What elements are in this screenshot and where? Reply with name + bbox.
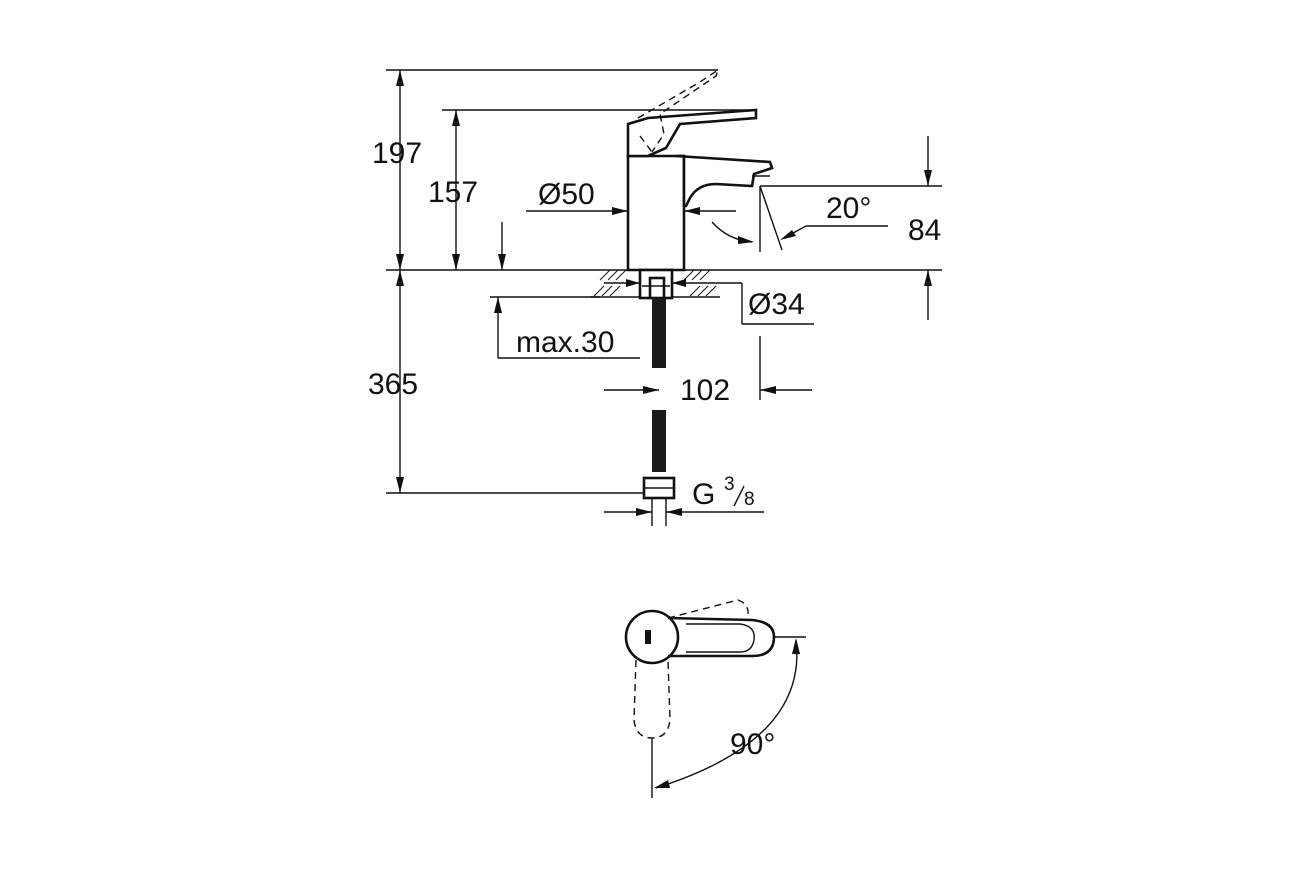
top-view: 90° <box>624 599 806 798</box>
dim-outlet-height: 84 <box>908 214 941 247</box>
dim-connection-numerator: 3 <box>724 474 735 495</box>
faucet-spout <box>675 154 774 208</box>
threaded-hose-lower <box>652 410 666 472</box>
threaded-hose-upper <box>652 298 666 368</box>
dim-body-diameter: Ø50 <box>538 178 595 211</box>
dim-spout-height: 157 <box>428 176 478 209</box>
dim-connection-denominator: 8 <box>744 489 755 510</box>
dim-total-height: 197 <box>372 137 422 170</box>
top-view-body <box>624 609 680 665</box>
cartridge-mark <box>645 630 651 644</box>
dim-spout-angle: 20° <box>826 192 871 225</box>
dim-hose-length: 365 <box>368 368 418 401</box>
lever-open-position <box>637 68 720 153</box>
dim-lever-rotation: 90° <box>730 728 775 761</box>
faucet-body <box>626 154 686 272</box>
faucet-lever <box>626 108 758 158</box>
dim-spout-reach: 102 <box>680 374 730 407</box>
dim-connection-thread: G <box>692 478 715 511</box>
top-view-lever-rotated <box>633 659 671 739</box>
dim-max-thickness: max.30 <box>516 326 614 359</box>
side-view: 197 157 Ø50 20° 84 <box>368 68 942 526</box>
dim-hole-diameter: Ø34 <box>748 288 805 321</box>
